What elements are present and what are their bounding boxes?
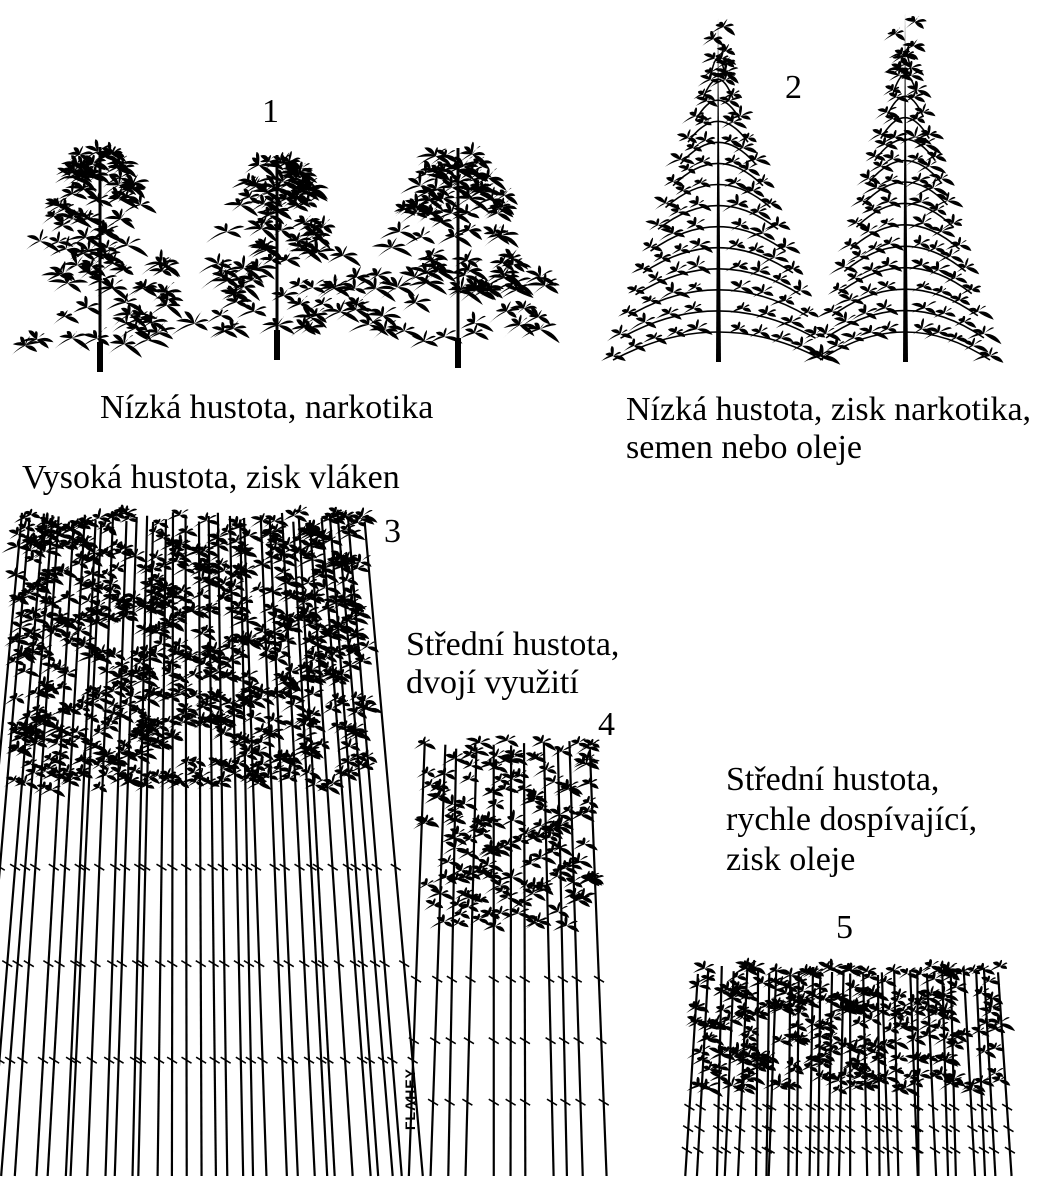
bushy-plant-icon	[11, 139, 183, 372]
group-5-caption-line-1: Střední hustota,	[726, 760, 939, 800]
conifer-plant-icon	[804, 12, 1004, 363]
group-2-caption-line-1: Nízká hustota, zisk narkotika,	[626, 390, 1031, 430]
artist-signature: FLAHEY	[402, 1068, 418, 1130]
group-4-number: 4	[598, 705, 615, 745]
bushy-plant-icon	[348, 142, 559, 368]
bushy-plant-icon	[171, 151, 374, 360]
group-5-caption-line-3: zisk oleje	[726, 840, 855, 880]
group-4-caption-line-1: Střední hustota,	[406, 625, 619, 665]
group-2-caption-line-2: semen nebo oleje	[626, 428, 862, 468]
group-3-caption: Vysoká hustota, zisk vláken	[22, 458, 400, 498]
group-2-number: 2	[785, 68, 802, 108]
group-5-caption-line-2: rychle dospívající,	[726, 800, 977, 840]
group-3-number: 3	[384, 512, 401, 552]
group-1-number: 1	[262, 92, 279, 132]
group-5-number: 5	[836, 908, 853, 948]
group-4-caption-line-2: dvojí využití	[406, 663, 579, 703]
group-1-caption: Nízká hustota, narkotika	[100, 388, 433, 428]
tall-stalk-plant-icon	[682, 958, 1015, 1176]
tall-stalk-plant-icon	[0, 505, 423, 1176]
conifer-plant-icon	[601, 17, 840, 365]
tall-stalk-plant-icon	[407, 734, 609, 1176]
